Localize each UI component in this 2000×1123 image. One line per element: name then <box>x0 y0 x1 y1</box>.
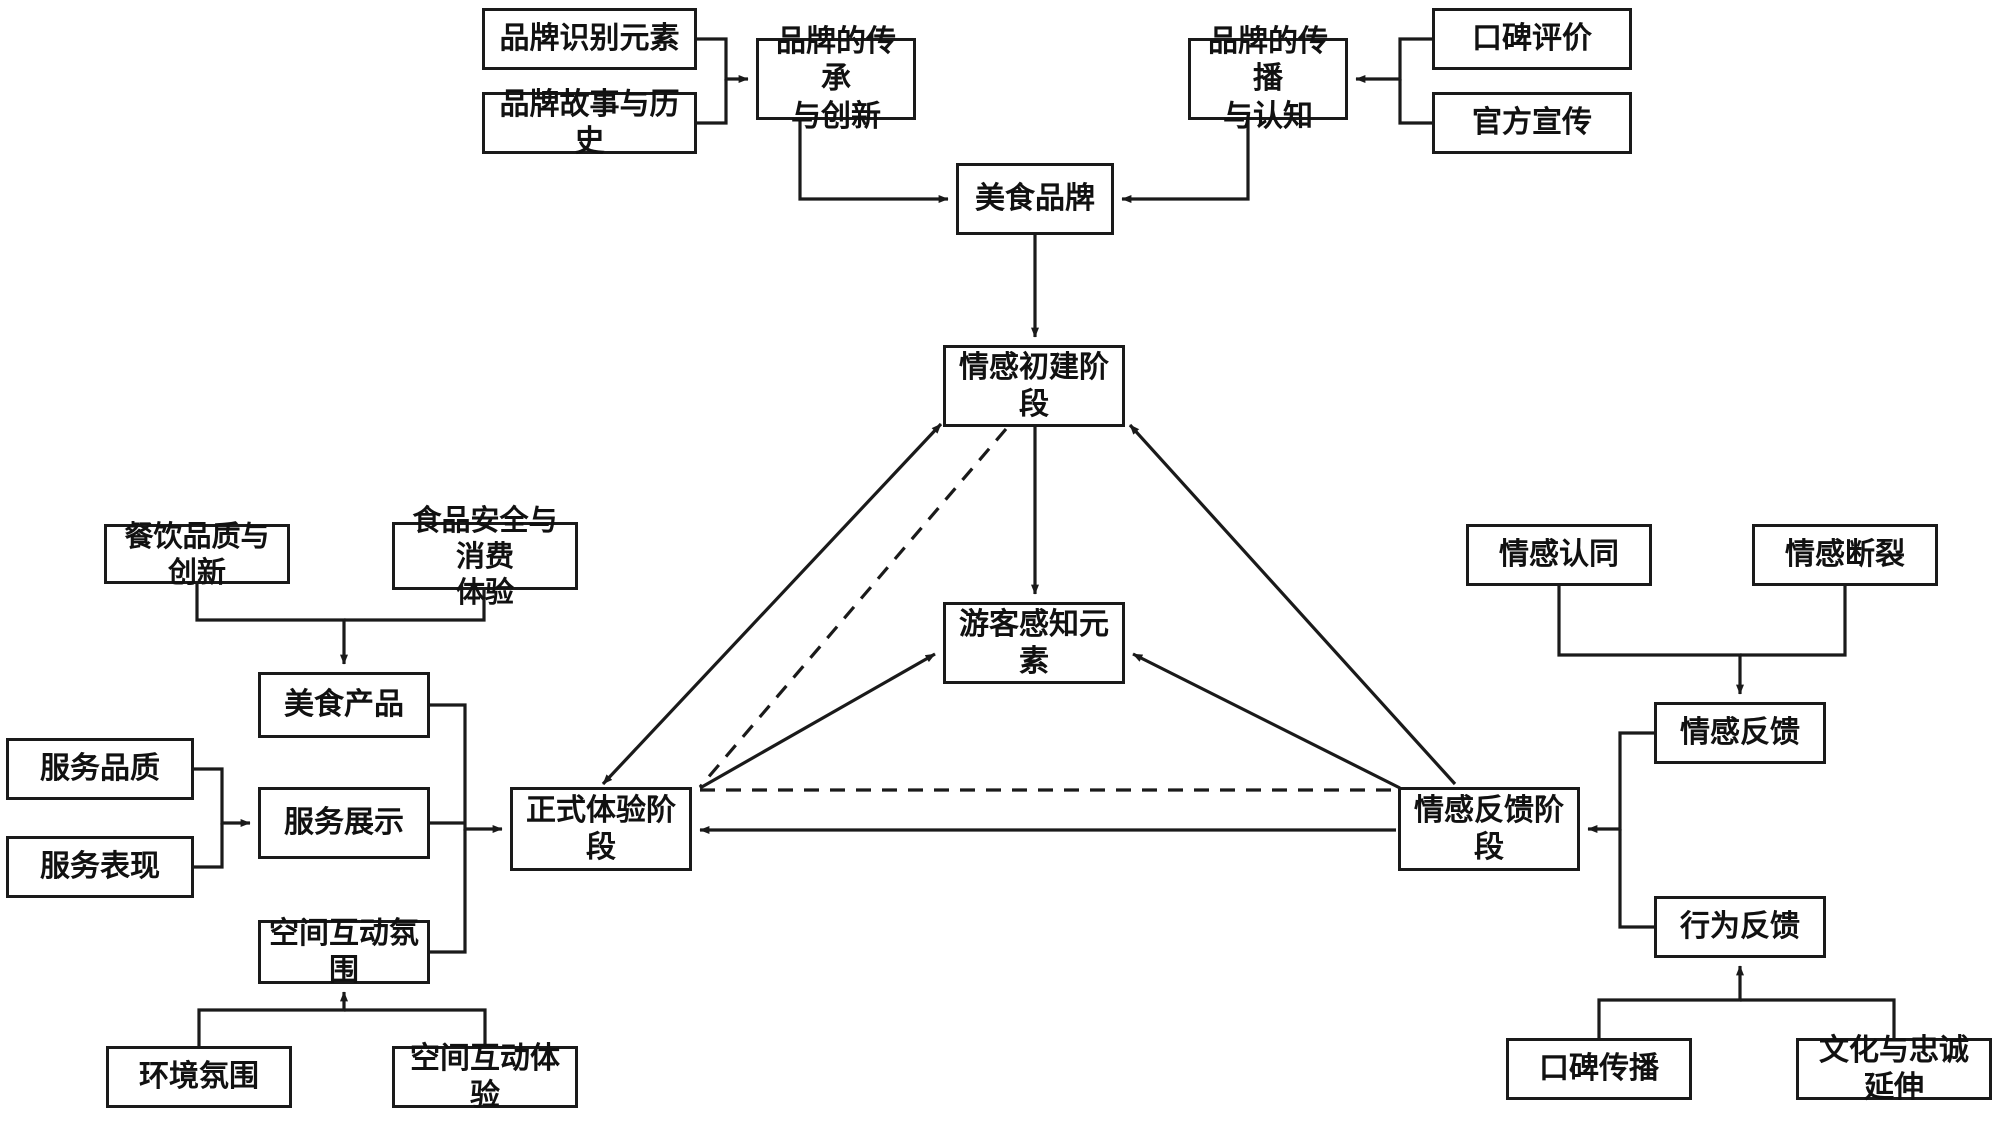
node-brand_story[interactable]: 品牌故事与历史 <box>482 87 697 159</box>
node-brand_spread[interactable]: 品牌的传播与认知 <box>1188 24 1348 134</box>
node-food_product[interactable]: 美食产品 <box>258 672 430 738</box>
node-emotion_break[interactable]: 情感断裂 <box>1752 524 1938 586</box>
node-label-culture_loyalty: 文化与忠诚延伸 <box>1819 1032 1969 1106</box>
edge-emotion-identity-to-feedback <box>1557 586 1744 695</box>
node-food_safety[interactable]: 食品安全与消费体验 <box>392 503 578 609</box>
node-tourist_perception[interactable]: 游客感知元素 <box>943 602 1125 684</box>
node-label-brand_spread: 品牌的传播与认知 <box>1208 23 1328 134</box>
edge-brand-story-to-heritage <box>697 79 728 125</box>
node-label-formal_experience: 正式体验阶段 <box>526 792 676 866</box>
node-service_behavior[interactable]: 服务表现 <box>6 836 194 898</box>
node-label-word_of_mouth_eval: 口碑评价 <box>1472 21 1592 57</box>
node-space_interaction[interactable]: 空间互动体验 <box>392 1041 578 1113</box>
edge-formal-experience-to-perception <box>699 652 936 790</box>
edge-emotion-break-to-feedback <box>1740 586 1847 657</box>
node-culture_loyalty[interactable]: 文化与忠诚延伸 <box>1796 1033 1992 1105</box>
edge-feedback-stage-to-perception <box>1132 652 1401 790</box>
node-label-food_brand: 美食品牌 <box>975 181 1095 217</box>
node-label-emotion_initial: 情感初建阶段 <box>959 349 1109 423</box>
edge-official-to-spread <box>1398 79 1432 125</box>
node-brand_heritage[interactable]: 品牌的传承与创新 <box>756 24 916 134</box>
node-label-space_interaction: 空间互动体验 <box>410 1040 560 1114</box>
node-label-env_atmosphere: 环境氛围 <box>139 1059 259 1095</box>
edge-wom-eval-to-spread <box>1355 37 1432 83</box>
node-label-official_promo: 官方宣传 <box>1472 105 1592 141</box>
node-food_brand[interactable]: 美食品牌 <box>956 163 1114 235</box>
node-space_atmosphere[interactable]: 空间互动氛围 <box>258 916 430 988</box>
edge-brand-identity-to-heritage <box>697 37 749 83</box>
edge-service-quality-to-display <box>194 767 251 827</box>
node-service_display[interactable]: 服务展示 <box>258 787 430 859</box>
edge-emotion-initial-formal-experience-dashed <box>698 427 1008 789</box>
node-label-service_display: 服务展示 <box>284 805 404 841</box>
node-emotion_initial[interactable]: 情感初建阶段 <box>943 345 1125 427</box>
node-env_atmosphere[interactable]: 环境氛围 <box>106 1046 292 1108</box>
node-emotion_identity[interactable]: 情感认同 <box>1466 524 1652 586</box>
node-official_promo[interactable]: 官方宣传 <box>1432 92 1632 154</box>
node-wom_spread[interactable]: 口碑传播 <box>1506 1038 1692 1100</box>
node-behavior_feedback[interactable]: 行为反馈 <box>1654 896 1826 958</box>
edge-catering-quality-to-food-product <box>195 584 348 665</box>
edge-culture-loyalty-to-behavior <box>1740 998 1896 1038</box>
node-emotion_feedback_stage[interactable]: 情感反馈阶段 <box>1398 787 1580 871</box>
node-label-tourist_perception: 游客感知元素 <box>959 606 1109 680</box>
node-brand_identity[interactable]: 品牌识别元素 <box>482 8 697 70</box>
edge-feedback-stage-to-emotion-initial <box>1128 423 1457 786</box>
node-label-brand_identity: 品牌识别元素 <box>499 21 680 57</box>
edge-behavior-feedback-to-stage <box>1618 829 1654 929</box>
edge-service-behavior-to-display <box>194 823 224 869</box>
edge-env-atmosphere-to-space <box>197 991 348 1046</box>
edge-emotion-initial-formal-experience-solid <box>601 422 943 786</box>
edge-food-product-to-formal-experience <box>430 703 503 833</box>
node-emotion_feedback[interactable]: 情感反馈 <box>1654 702 1826 764</box>
edge-space-atmosphere-to-formal-experience <box>430 829 467 954</box>
node-label-space_atmosphere: 空间互动氛围 <box>269 915 419 989</box>
node-label-brand_heritage: 品牌的传承与创新 <box>776 23 896 134</box>
node-catering_quality[interactable]: 餐饮品质与创新 <box>104 519 290 589</box>
node-label-food_product: 美食产品 <box>284 687 404 723</box>
node-label-emotion_break: 情感断裂 <box>1785 537 1905 573</box>
node-label-brand_story: 品牌故事与历史 <box>499 86 680 160</box>
node-label-emotion_feedback_stage: 情感反馈阶段 <box>1414 792 1564 866</box>
edge-heritage-to-food-brand <box>798 120 949 203</box>
node-formal_experience[interactable]: 正式体验阶段 <box>510 787 692 871</box>
node-label-emotion_identity: 情感认同 <box>1499 537 1619 573</box>
node-label-wom_spread: 口碑传播 <box>1539 1051 1659 1087</box>
edge-spread-to-food-brand <box>1121 120 1250 203</box>
node-label-food_safety: 食品安全与消费体验 <box>412 502 558 610</box>
node-label-service_behavior: 服务表现 <box>40 849 160 885</box>
node-label-emotion_feedback: 情感反馈 <box>1680 715 1800 751</box>
node-word_of_mouth_eval[interactable]: 口碑评价 <box>1432 8 1632 70</box>
node-label-service_quality: 服务品质 <box>40 751 160 787</box>
edge-emotion-feedback-to-stage <box>1587 731 1654 833</box>
node-label-behavior_feedback: 行为反馈 <box>1680 909 1800 945</box>
node-service_quality[interactable]: 服务品质 <box>6 738 194 800</box>
edge-wom-spread-to-behavior-feedback <box>1597 965 1744 1038</box>
edge-space-interaction-to-space <box>344 1008 487 1046</box>
node-label-catering_quality: 餐饮品质与创新 <box>124 518 270 589</box>
edge-food-safety-to-food-product <box>344 590 486 622</box>
